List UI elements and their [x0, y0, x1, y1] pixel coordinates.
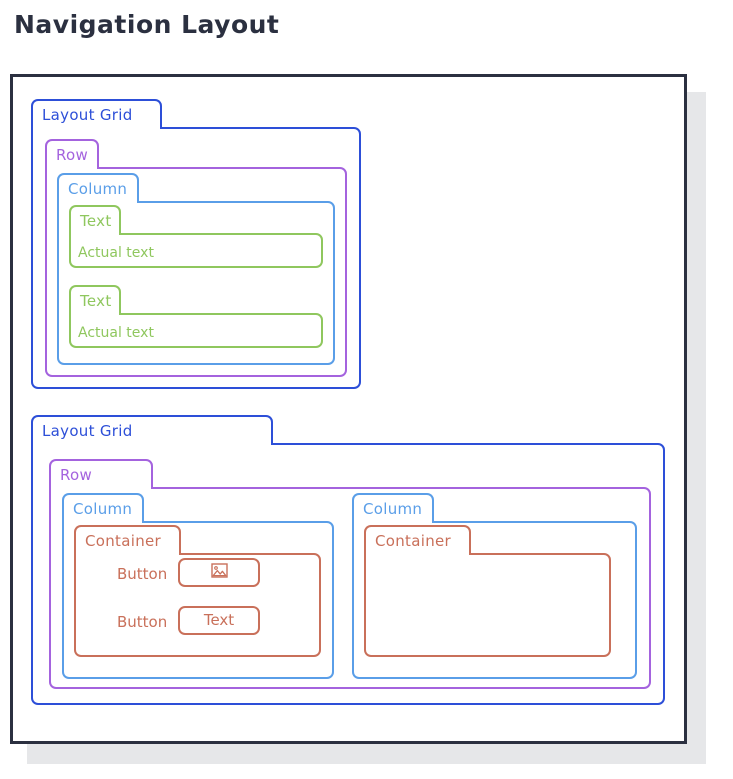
text-block-2-body — [69, 313, 323, 348]
container-right[interactable]: Container — [364, 525, 611, 657]
container-left-tab-mask — [76, 551, 179, 557]
screen-frame-inner: Layout Grid Row Column — [13, 77, 684, 741]
text-block-1-label: Text — [80, 211, 112, 230]
container-left-label: Container — [85, 531, 162, 550]
column-2-right-label: Column — [363, 499, 423, 518]
container-right-tab-mask — [366, 551, 469, 557]
row-2-label: Row — [60, 465, 93, 484]
layout-grid-2[interactable]: Layout Grid Row Column — [31, 415, 665, 705]
column-2-left-label: Column — [73, 499, 133, 518]
text-block-1-tab: Text — [69, 205, 121, 235]
page-title: Navigation Layout — [14, 10, 280, 39]
column-1-tab-mask — [59, 199, 137, 205]
text-block-2-tab-mask — [71, 311, 119, 317]
column-2-right[interactable]: Column Container — [352, 493, 637, 679]
button-2-text: Text — [203, 611, 235, 629]
text-block-2-value: Actual text — [78, 325, 154, 341]
container-left[interactable]: Container Button — [74, 525, 321, 657]
column-1-tab: Column — [57, 173, 139, 203]
container-right-tab: Container — [364, 525, 471, 555]
row-1[interactable]: Row Column Text — [45, 139, 347, 377]
layout-grid-1-label: Layout Grid — [42, 105, 133, 124]
container-right-label: Container — [375, 531, 452, 550]
layout-grid-2-tab: Layout Grid — [31, 415, 273, 445]
layout-grid-1-body — [31, 127, 361, 389]
layout-grid-2-tab-mask — [33, 441, 271, 447]
text-block-2[interactable]: Text Actual text — [69, 285, 323, 348]
row-1-tab: Row — [45, 139, 99, 169]
layout-grid-1[interactable]: Layout Grid Row Column — [31, 99, 361, 389]
picture-icon — [210, 562, 228, 583]
column-1-body — [57, 201, 335, 365]
layout-grid-2-label: Layout Grid — [42, 421, 133, 440]
container-left-tab: Container — [74, 525, 181, 555]
container-right-body — [364, 553, 611, 657]
column-2-right-body — [352, 521, 637, 679]
button-1[interactable] — [178, 558, 260, 587]
layout-grid-2-body — [31, 443, 665, 705]
layout-grid-1-tab-mask — [33, 125, 160, 131]
column-2-left-tab-mask — [64, 519, 142, 525]
layout-grid-1-tab: Layout Grid — [31, 99, 162, 129]
screen-frame: Layout Grid Row Column — [10, 74, 687, 744]
column-1-label: Column — [68, 179, 128, 198]
row-1-body — [45, 167, 347, 377]
row-2-tab: Row — [49, 459, 153, 489]
text-block-2-label: Text — [80, 291, 112, 310]
row-1-tab-mask — [47, 165, 97, 171]
text-block-1[interactable]: Text Actual text — [69, 205, 323, 268]
button-1-label: Button — [117, 565, 168, 583]
column-2-right-tab-mask — [354, 519, 432, 525]
text-block-1-tab-mask — [71, 231, 119, 237]
text-block-1-body — [69, 233, 323, 268]
text-block-1-value: Actual text — [78, 245, 154, 261]
row-2[interactable]: Row Column Container — [49, 459, 651, 689]
container-left-body — [74, 553, 321, 657]
column-2-left-tab: Column — [62, 493, 144, 523]
column-2-left-body — [62, 521, 334, 679]
row-2-body — [49, 487, 651, 689]
row-1-label: Row — [56, 145, 89, 164]
column-1[interactable]: Column Text Actual text — [57, 173, 335, 365]
row-2-tab-mask — [51, 485, 151, 491]
column-2-right-tab: Column — [352, 493, 434, 523]
text-block-2-tab: Text — [69, 285, 121, 315]
button-2-label: Button — [117, 613, 168, 631]
column-2-left[interactable]: Column Container Button — [62, 493, 334, 679]
button-2[interactable]: Text — [178, 606, 260, 635]
